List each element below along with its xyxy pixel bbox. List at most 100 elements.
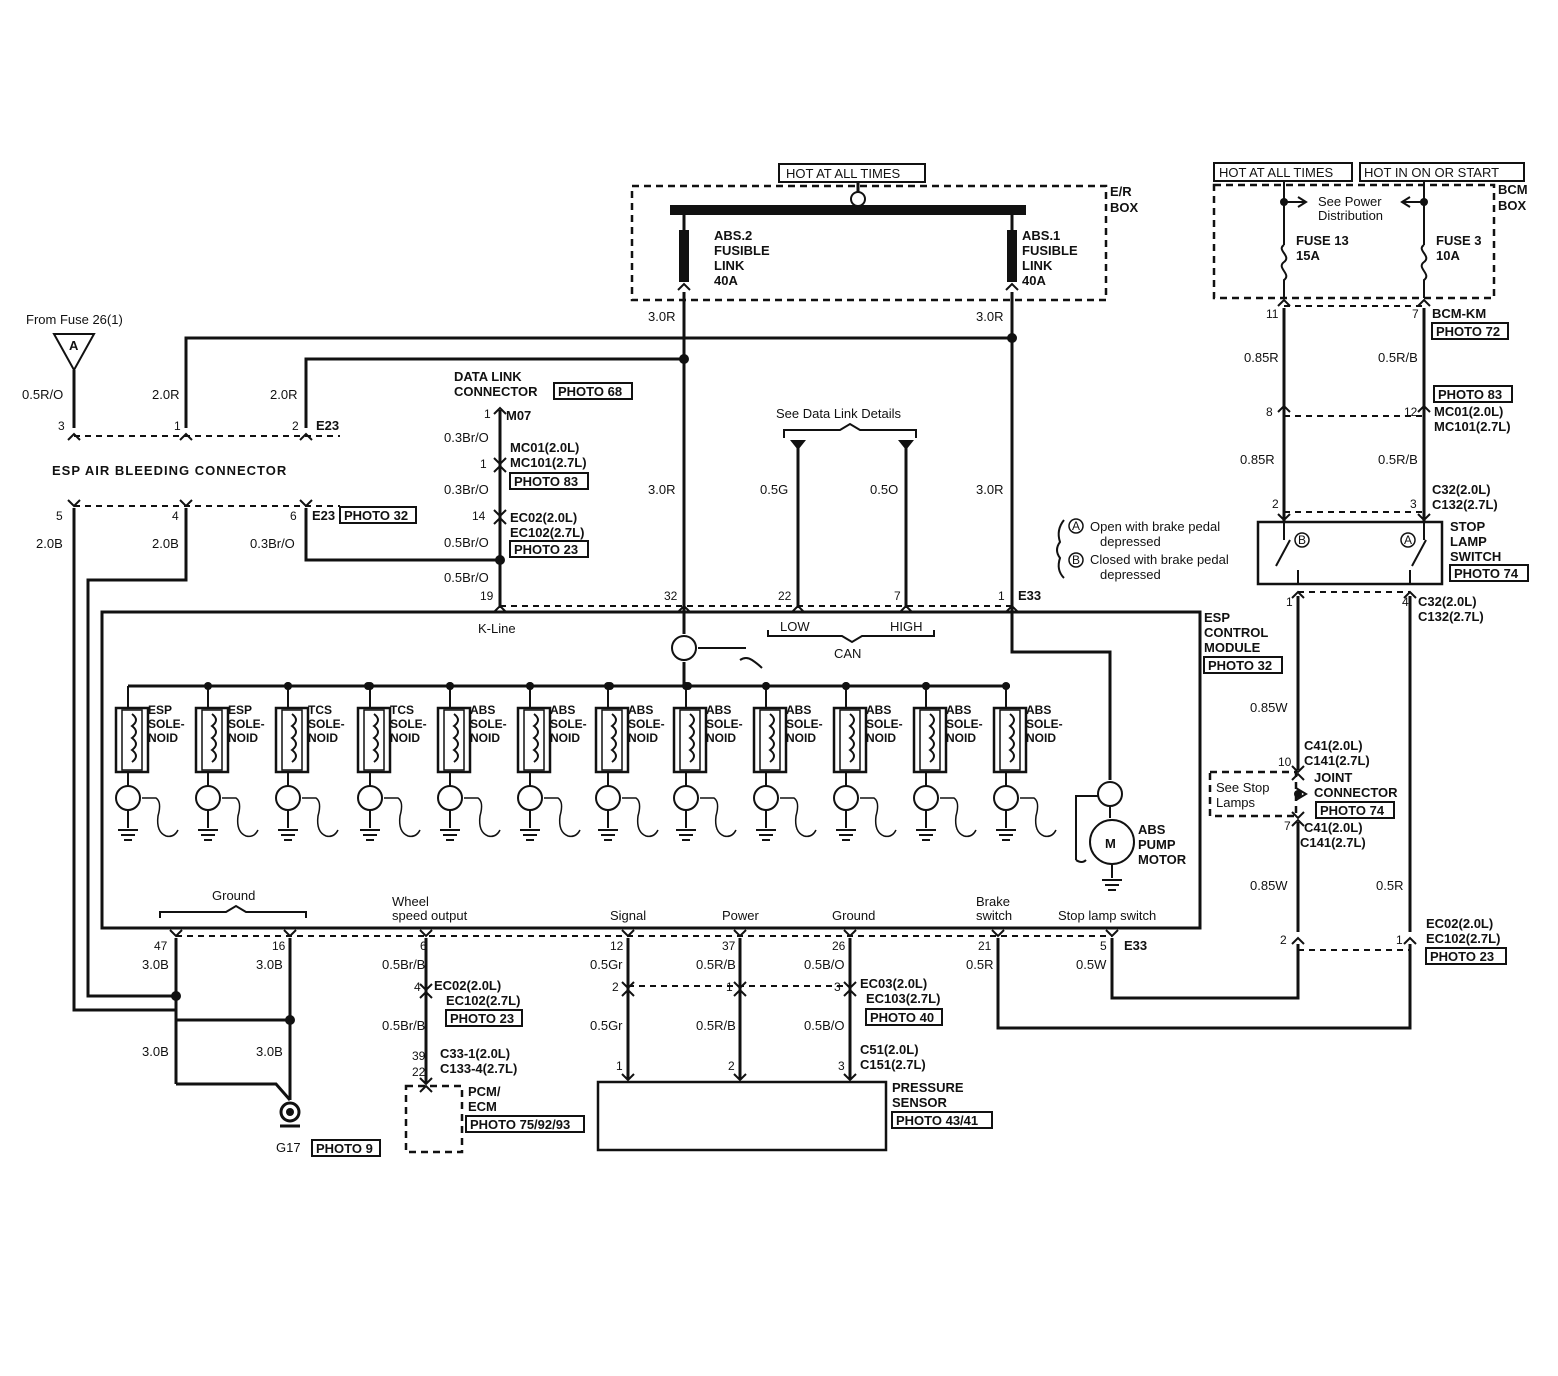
pin-3-ec03: 3 xyxy=(834,980,841,994)
note-a-icon: A xyxy=(1072,519,1080,533)
see-data-link-details: See Data Link Details xyxy=(776,406,902,421)
solenoid-coil-icon xyxy=(436,706,472,774)
pump-label-2: PUMP xyxy=(1138,837,1176,852)
solenoid-label: ABS xyxy=(946,703,971,717)
transistor-icon xyxy=(195,785,221,811)
er-box: HOT AT ALL TIMES E/R BOX ABS.2 FUSIBLE L… xyxy=(630,163,1139,302)
photo23-box xyxy=(509,540,589,558)
photo9-box xyxy=(311,1139,381,1157)
pin-7-can: 7 xyxy=(894,589,901,603)
busbar-terminal xyxy=(850,191,866,207)
wire-0.5ro: 0.5R/O xyxy=(22,387,63,402)
photo74b-box xyxy=(1315,801,1395,819)
c32b-label: C32(2.0L) xyxy=(1418,594,1477,609)
ground-label-2: Ground xyxy=(832,908,875,923)
solenoid-label: ESP xyxy=(148,703,172,717)
c32-label: C32(2.0L) xyxy=(1432,482,1491,497)
pin-4-ec02: 4 xyxy=(414,980,421,994)
ec102-right-label: EC102(2.7L) xyxy=(1426,931,1500,946)
solenoid-coil-icon xyxy=(594,706,630,774)
pump-label-1: ABS xyxy=(1138,822,1166,837)
pin-37: 37 xyxy=(722,939,736,953)
photo40-text: PHOTO 40 xyxy=(870,1010,934,1025)
mc101-label: MC101(2.7L) xyxy=(510,455,587,470)
solenoid-label: ABS xyxy=(706,703,731,717)
wire-2.0b-1: 2.0B xyxy=(36,536,63,551)
main-relay-transistor xyxy=(671,635,697,661)
pcm-ecm-box xyxy=(404,1084,464,1154)
pin-21: 21 xyxy=(978,939,992,953)
can-high-label: HIGH xyxy=(890,619,923,634)
wire-0.5rb-right-2: 0.5R/B xyxy=(1378,452,1418,467)
note-b-icon: B xyxy=(1072,553,1080,567)
note-a-text-2: depressed xyxy=(1100,534,1161,549)
pin-2: 2 xyxy=(292,419,299,433)
solenoid-label: SOLE- xyxy=(1026,717,1063,731)
wire-3.0r-4: 3.0R xyxy=(976,482,1003,497)
pin-3-c32: 3 xyxy=(1410,497,1417,511)
air-bleeding-section: From Fuse 26(1) A 0.5R/O 2.0R 2.0R 3 1 2… xyxy=(22,312,500,1012)
transistor-icon xyxy=(437,785,463,811)
pin-8: 8 xyxy=(1266,405,1273,419)
solenoid-label: TCS xyxy=(308,703,332,717)
ground-icon xyxy=(836,829,856,841)
wire-0.5brb-1: 0.5Br/B xyxy=(382,957,425,972)
solenoid-coil-icon xyxy=(114,706,150,774)
sensor-label: SENSOR xyxy=(892,1095,948,1110)
wire-0.3bro-1: 0.3Br/O xyxy=(444,430,489,445)
switch-b-label: B xyxy=(1298,533,1306,547)
photo43-text: PHOTO 43/41 xyxy=(896,1113,978,1128)
photo83-box xyxy=(509,472,589,490)
can-high-arrow xyxy=(898,440,914,450)
wire-0.5g: 0.5G xyxy=(760,482,788,497)
pin-39: 39 xyxy=(412,1049,426,1063)
splice xyxy=(495,555,505,565)
bus-junction xyxy=(682,682,690,690)
bcm-km-label: BCM-KM xyxy=(1432,306,1486,321)
pin-1-ec03: 1 xyxy=(726,980,733,994)
pin-16: 16 xyxy=(272,939,286,953)
wheel-label: Wheel xyxy=(392,894,429,909)
solenoid-label: ABS xyxy=(786,703,811,717)
photo75-text: PHOTO 75/92/93 xyxy=(470,1117,570,1132)
photo83-right-box xyxy=(1433,385,1513,403)
ground-g17-icon xyxy=(279,1101,301,1123)
transistor-icon xyxy=(753,785,779,811)
pin-26: 26 xyxy=(832,939,846,953)
c41b-label: C41(2.0L) xyxy=(1304,820,1363,835)
wire-3.0b-1: 3.0B xyxy=(142,957,169,972)
k-line-label: K-Line xyxy=(478,621,516,636)
see-power-text: See Power xyxy=(1318,194,1382,209)
abs2-label-3: LINK xyxy=(714,258,745,273)
solenoid-label: NOID xyxy=(946,731,976,745)
transistor-icon xyxy=(833,785,859,811)
solenoid-label: ABS xyxy=(1026,703,1051,717)
g17-label: G17 xyxy=(276,1140,301,1155)
bcm-box-label-2: BOX xyxy=(1498,198,1527,213)
ground-icon xyxy=(916,829,936,841)
wire-0.5rb-2: 0.5R/B xyxy=(696,1018,736,1033)
pin-1-c32b: 1 xyxy=(1286,595,1293,609)
bcm-box-label: BCM xyxy=(1498,182,1528,197)
pin-1-mc01: 1 xyxy=(480,457,487,471)
c41-label: C41(2.0L) xyxy=(1304,738,1363,753)
wire-0.5gr-1: 0.5Gr xyxy=(590,957,623,972)
solenoid-label: SOLE- xyxy=(148,717,185,731)
c141-label: C141(2.7L) xyxy=(1304,753,1370,768)
splice xyxy=(1007,333,1017,343)
ec102-label: EC102(2.7L) xyxy=(510,525,584,540)
connector-a-triangle xyxy=(52,333,96,373)
ground-section: 3.0B 3.0B 3.0B 3.0B G17 PHOTO 9 xyxy=(142,938,381,1157)
photo23-bottom-box xyxy=(445,1009,523,1027)
module-title-2: CONTROL xyxy=(1204,625,1268,640)
wire-3.0b-2: 3.0B xyxy=(256,957,283,972)
power-label: Power xyxy=(722,908,760,923)
solenoid-label: NOID xyxy=(148,731,178,745)
wire-0.5bro-1: 0.5Br/O xyxy=(444,535,489,550)
motor-m-label: M xyxy=(1105,836,1116,851)
solenoid-label: SOLE- xyxy=(866,717,903,731)
solenoid-coil-icon xyxy=(194,706,230,774)
solenoid-coil-icon xyxy=(516,706,552,774)
